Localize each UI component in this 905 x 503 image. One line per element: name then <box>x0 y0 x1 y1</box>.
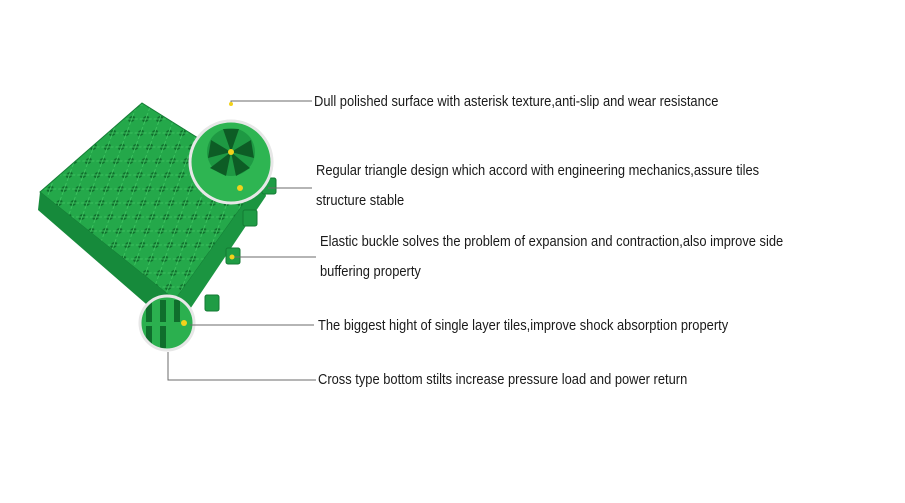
zoom-surface-texture <box>188 119 274 205</box>
callout-triangle-design: Regular triangle design which accord wit… <box>316 156 759 216</box>
callout-bottom-stilts: Cross type bottom stilts increase pressu… <box>318 365 687 395</box>
callout-text: Elastic buckle solves the problem of exp… <box>320 233 784 250</box>
callout-text: Cross type bottom stilts increase pressu… <box>318 371 688 388</box>
callout-text: buffering property <box>320 263 421 280</box>
marker-dot <box>229 102 233 106</box>
callout-text: structure stable <box>316 192 405 209</box>
callout-tile-height: The biggest hight of single layer tiles,… <box>318 311 728 341</box>
callout-text: Dull polished surface with asterisk text… <box>314 93 719 110</box>
callout-surface: Dull polished surface with asterisk text… <box>314 87 718 117</box>
callout-text: The biggest hight of single layer tiles,… <box>318 317 729 334</box>
leader-line-1 <box>230 100 312 104</box>
zoom-stilts <box>138 294 196 352</box>
leader-line-5 <box>167 352 316 381</box>
buckle <box>204 294 220 312</box>
buckle <box>242 209 258 227</box>
leader-lines <box>167 100 316 381</box>
tile-front-edge <box>38 192 176 330</box>
callout-elastic-buckle: Elastic buckle solves the problem of exp… <box>320 227 783 287</box>
marker-dot <box>229 254 235 260</box>
callout-text: Regular triangle design which accord wit… <box>316 162 760 179</box>
